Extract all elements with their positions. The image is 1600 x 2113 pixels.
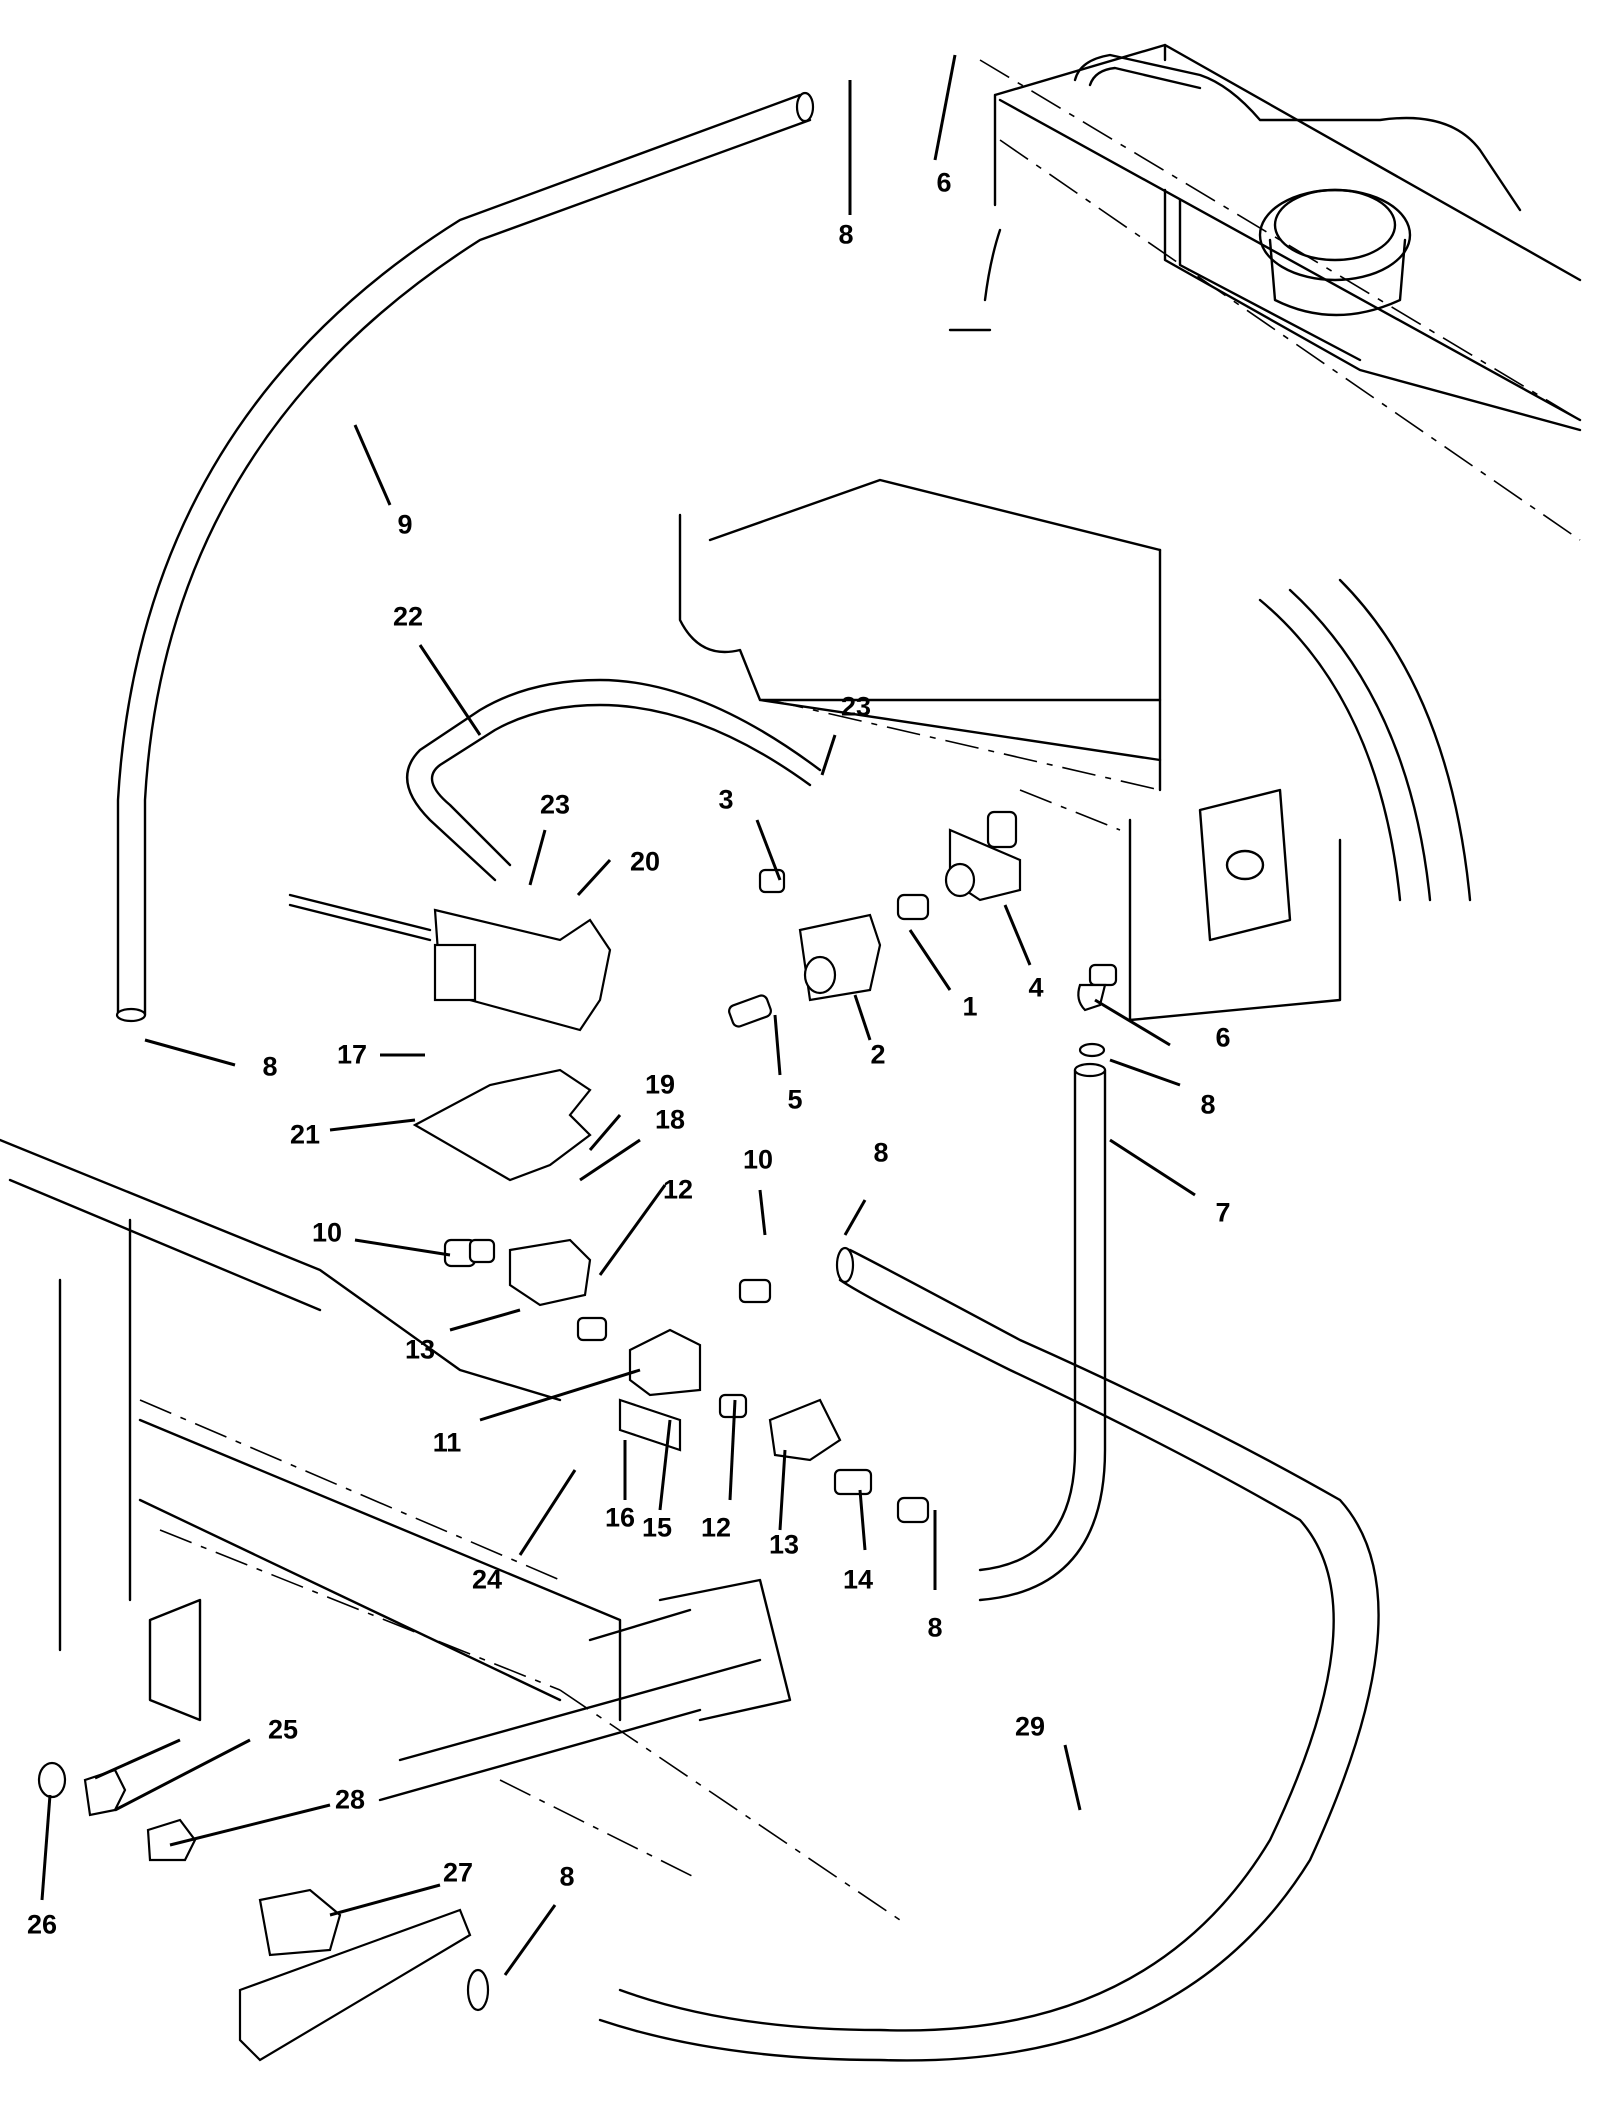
callout-8-lower: 8: [927, 1612, 943, 1643]
callout-13-left: 13: [404, 1334, 436, 1365]
callout-16: 16: [604, 1502, 636, 1533]
hose-7: [978, 1062, 1107, 1602]
callout-24: 24: [471, 1564, 503, 1595]
callout-8-mid: 8: [873, 1137, 889, 1168]
callout-27: 27: [442, 1857, 474, 1888]
callout-4: 4: [1028, 972, 1044, 1003]
solenoid-17: [288, 893, 612, 1032]
callout-20: 20: [629, 846, 661, 877]
bracket-21: [412, 1068, 592, 1182]
callout-26: 26: [26, 1909, 58, 1940]
callout-12-bottom: 12: [700, 1512, 732, 1543]
hose-29: [598, 1246, 1380, 2062]
callout-25: 25: [267, 1714, 299, 1745]
callout-28: 28: [334, 1784, 366, 1815]
bottom-fittings: [37, 1761, 490, 2062]
leader-lines: [40, 54, 1196, 1976]
callout-8-left: 8: [262, 1051, 278, 1082]
callout-8-top: 8: [838, 219, 854, 250]
callout-10-right: 10: [742, 1144, 774, 1175]
callout-5: 5: [787, 1084, 803, 1115]
callout-12-top: 12: [662, 1174, 694, 1205]
tank-housing: [948, 43, 1582, 541]
fittings: [728, 810, 1118, 1058]
callout-7: 7: [1215, 1197, 1231, 1228]
callout-14: 14: [842, 1564, 874, 1595]
callout-23-right: 23: [840, 691, 872, 722]
hose-22: [406, 678, 822, 882]
callout-3: 3: [718, 784, 734, 815]
callout-21: 21: [289, 1119, 321, 1150]
callout-8-bottom: 8: [559, 1861, 575, 1892]
callout-19: 19: [644, 1069, 676, 1100]
frame: [0, 1138, 901, 1921]
callout-29: 29: [1014, 1711, 1046, 1742]
pump-housing: [678, 478, 1472, 1022]
callout-8-right: 8: [1200, 1089, 1216, 1120]
callout-1: 1: [962, 991, 978, 1022]
callout-22: 22: [392, 601, 424, 632]
callout-11: 11: [432, 1427, 462, 1458]
callout-15: 15: [641, 1512, 673, 1543]
callout-17: 17: [336, 1039, 368, 1070]
callout-6-top: 6: [936, 167, 952, 198]
callout-18: 18: [654, 1104, 686, 1135]
callout-9: 9: [397, 509, 413, 540]
callout-2: 2: [870, 1039, 886, 1070]
callout-6-right: 6: [1215, 1022, 1231, 1053]
callout-23-left: 23: [539, 789, 571, 820]
lower-fittings: [443, 1238, 930, 1524]
callout-10-left: 10: [311, 1217, 343, 1248]
callout-13-right: 13: [768, 1529, 800, 1560]
hose-9: [115, 91, 815, 1023]
